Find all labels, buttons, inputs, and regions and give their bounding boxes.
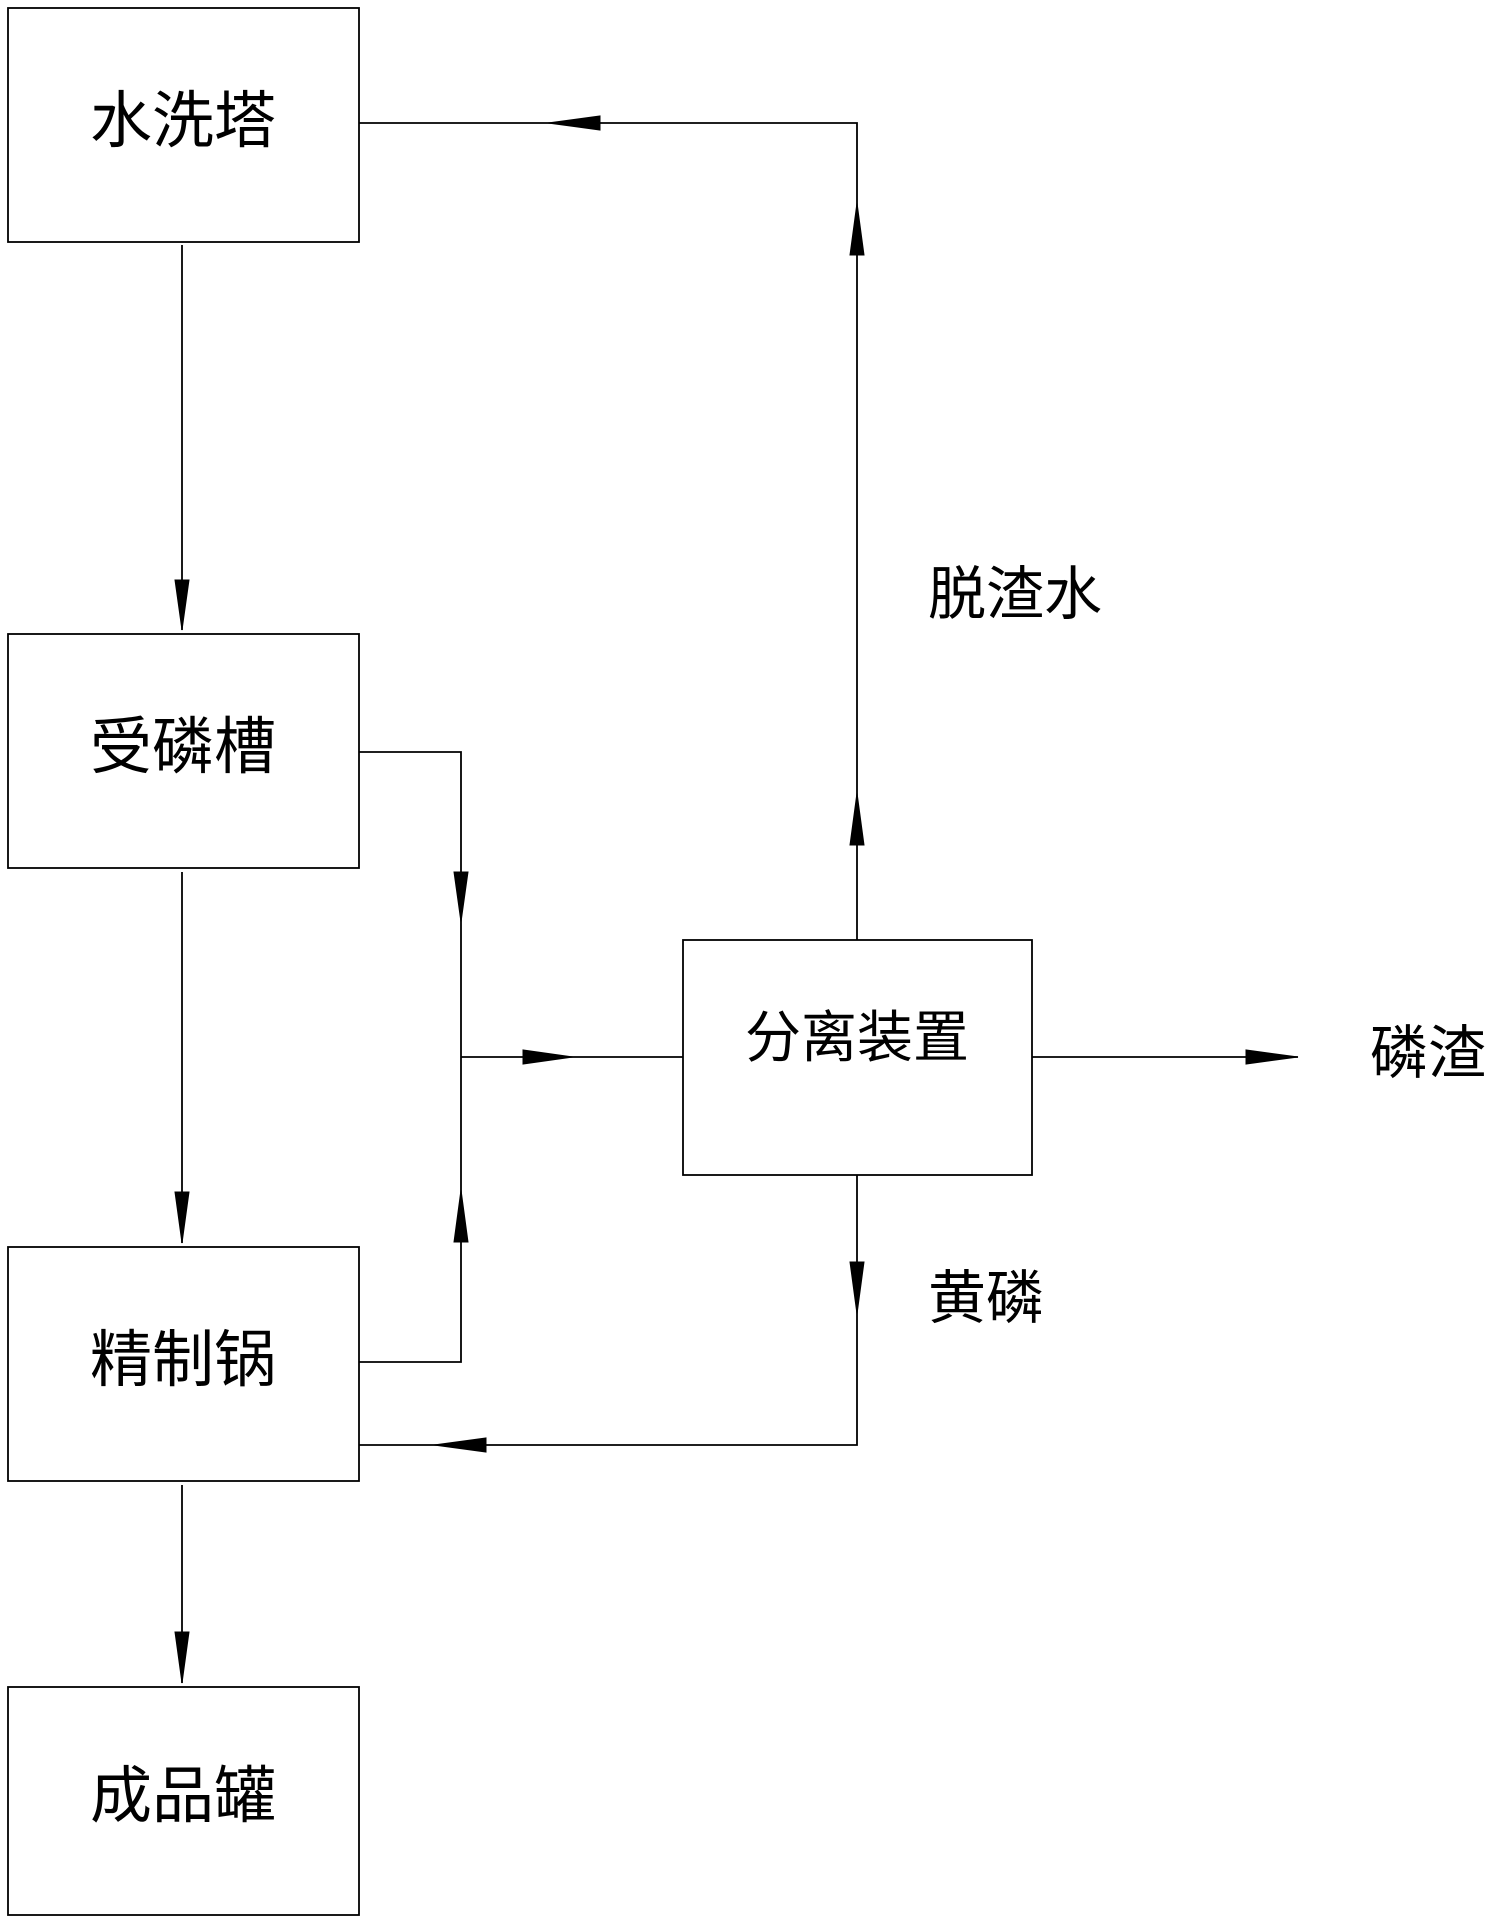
edge-receiving-to-junction: [359, 751, 462, 1057]
arrow-down-icon: [174, 1631, 190, 1684]
node-label: 成品罐: [90, 1759, 276, 1832]
arrow-down-icon: [849, 1261, 865, 1315]
edge-separator-to-refining: [359, 1175, 858, 1446]
node-label: 精制锅: [90, 1323, 276, 1396]
node-product-tank: 成品罐: [7, 1686, 360, 1916]
node-label: 受磷槽: [90, 710, 276, 783]
arrow-down-icon: [453, 871, 469, 923]
arrow-down-icon: [174, 579, 190, 631]
node-washing-tower: 水洗塔: [7, 7, 360, 243]
node-label: 水洗塔: [90, 84, 276, 157]
node-receiving-tank: 受磷槽: [7, 633, 360, 869]
arrow-up-icon: [453, 1189, 469, 1243]
arrow-up-icon: [849, 202, 865, 256]
label-phosphorus-slag: 磷渣: [1370, 1019, 1486, 1087]
edge-refining-to-junction: [359, 1057, 462, 1363]
node-refining-pot: 精制锅: [7, 1246, 360, 1482]
arrow-down-icon: [174, 1191, 190, 1244]
label-deslagged-water: 脱渣水: [928, 560, 1102, 628]
node-label: 分离装置: [745, 1006, 969, 1071]
connectors: [174, 115, 1299, 1684]
arrow-left-icon: [433, 1437, 487, 1453]
node-separator: 分离装置: [682, 939, 1033, 1176]
edge-separator-to-washing: [359, 122, 858, 940]
arrow-right-icon: [522, 1049, 574, 1065]
arrow-right-icon: [1245, 1049, 1299, 1065]
arrow-up-icon: [849, 792, 865, 846]
label-yellow-phosphorus: 黄磷: [928, 1264, 1044, 1332]
arrow-left-icon: [547, 115, 601, 131]
